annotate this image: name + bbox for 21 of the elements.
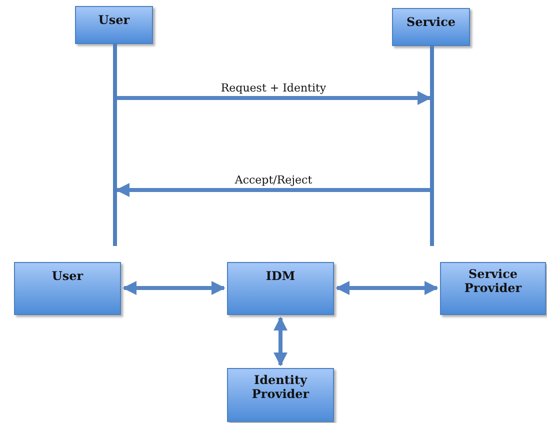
- lifeline-bar: [113, 44, 117, 246]
- edge-label: Request + Identity: [218, 82, 328, 94]
- process-box: [75, 6, 153, 44]
- lifeline-bar: [430, 46, 434, 246]
- arrow: [116, 183, 430, 197]
- process-box: [14, 262, 121, 315]
- arrow: [336, 281, 438, 295]
- process-box: [440, 262, 546, 315]
- box-label: Identity Provider: [250, 373, 310, 401]
- arrow: [117, 91, 432, 105]
- box-label: User: [52, 269, 84, 283]
- box-label: IDM: [266, 269, 296, 283]
- process-box: [392, 8, 470, 46]
- arrow: [122, 281, 226, 295]
- box-label: Service Provider: [463, 267, 523, 295]
- edge-label: Accept/Reject: [232, 174, 314, 186]
- box-label: Service: [406, 15, 456, 29]
- box-label: User: [98, 13, 130, 27]
- arrow: [274, 316, 288, 366]
- process-box: [227, 262, 334, 315]
- process-box: [227, 368, 334, 422]
